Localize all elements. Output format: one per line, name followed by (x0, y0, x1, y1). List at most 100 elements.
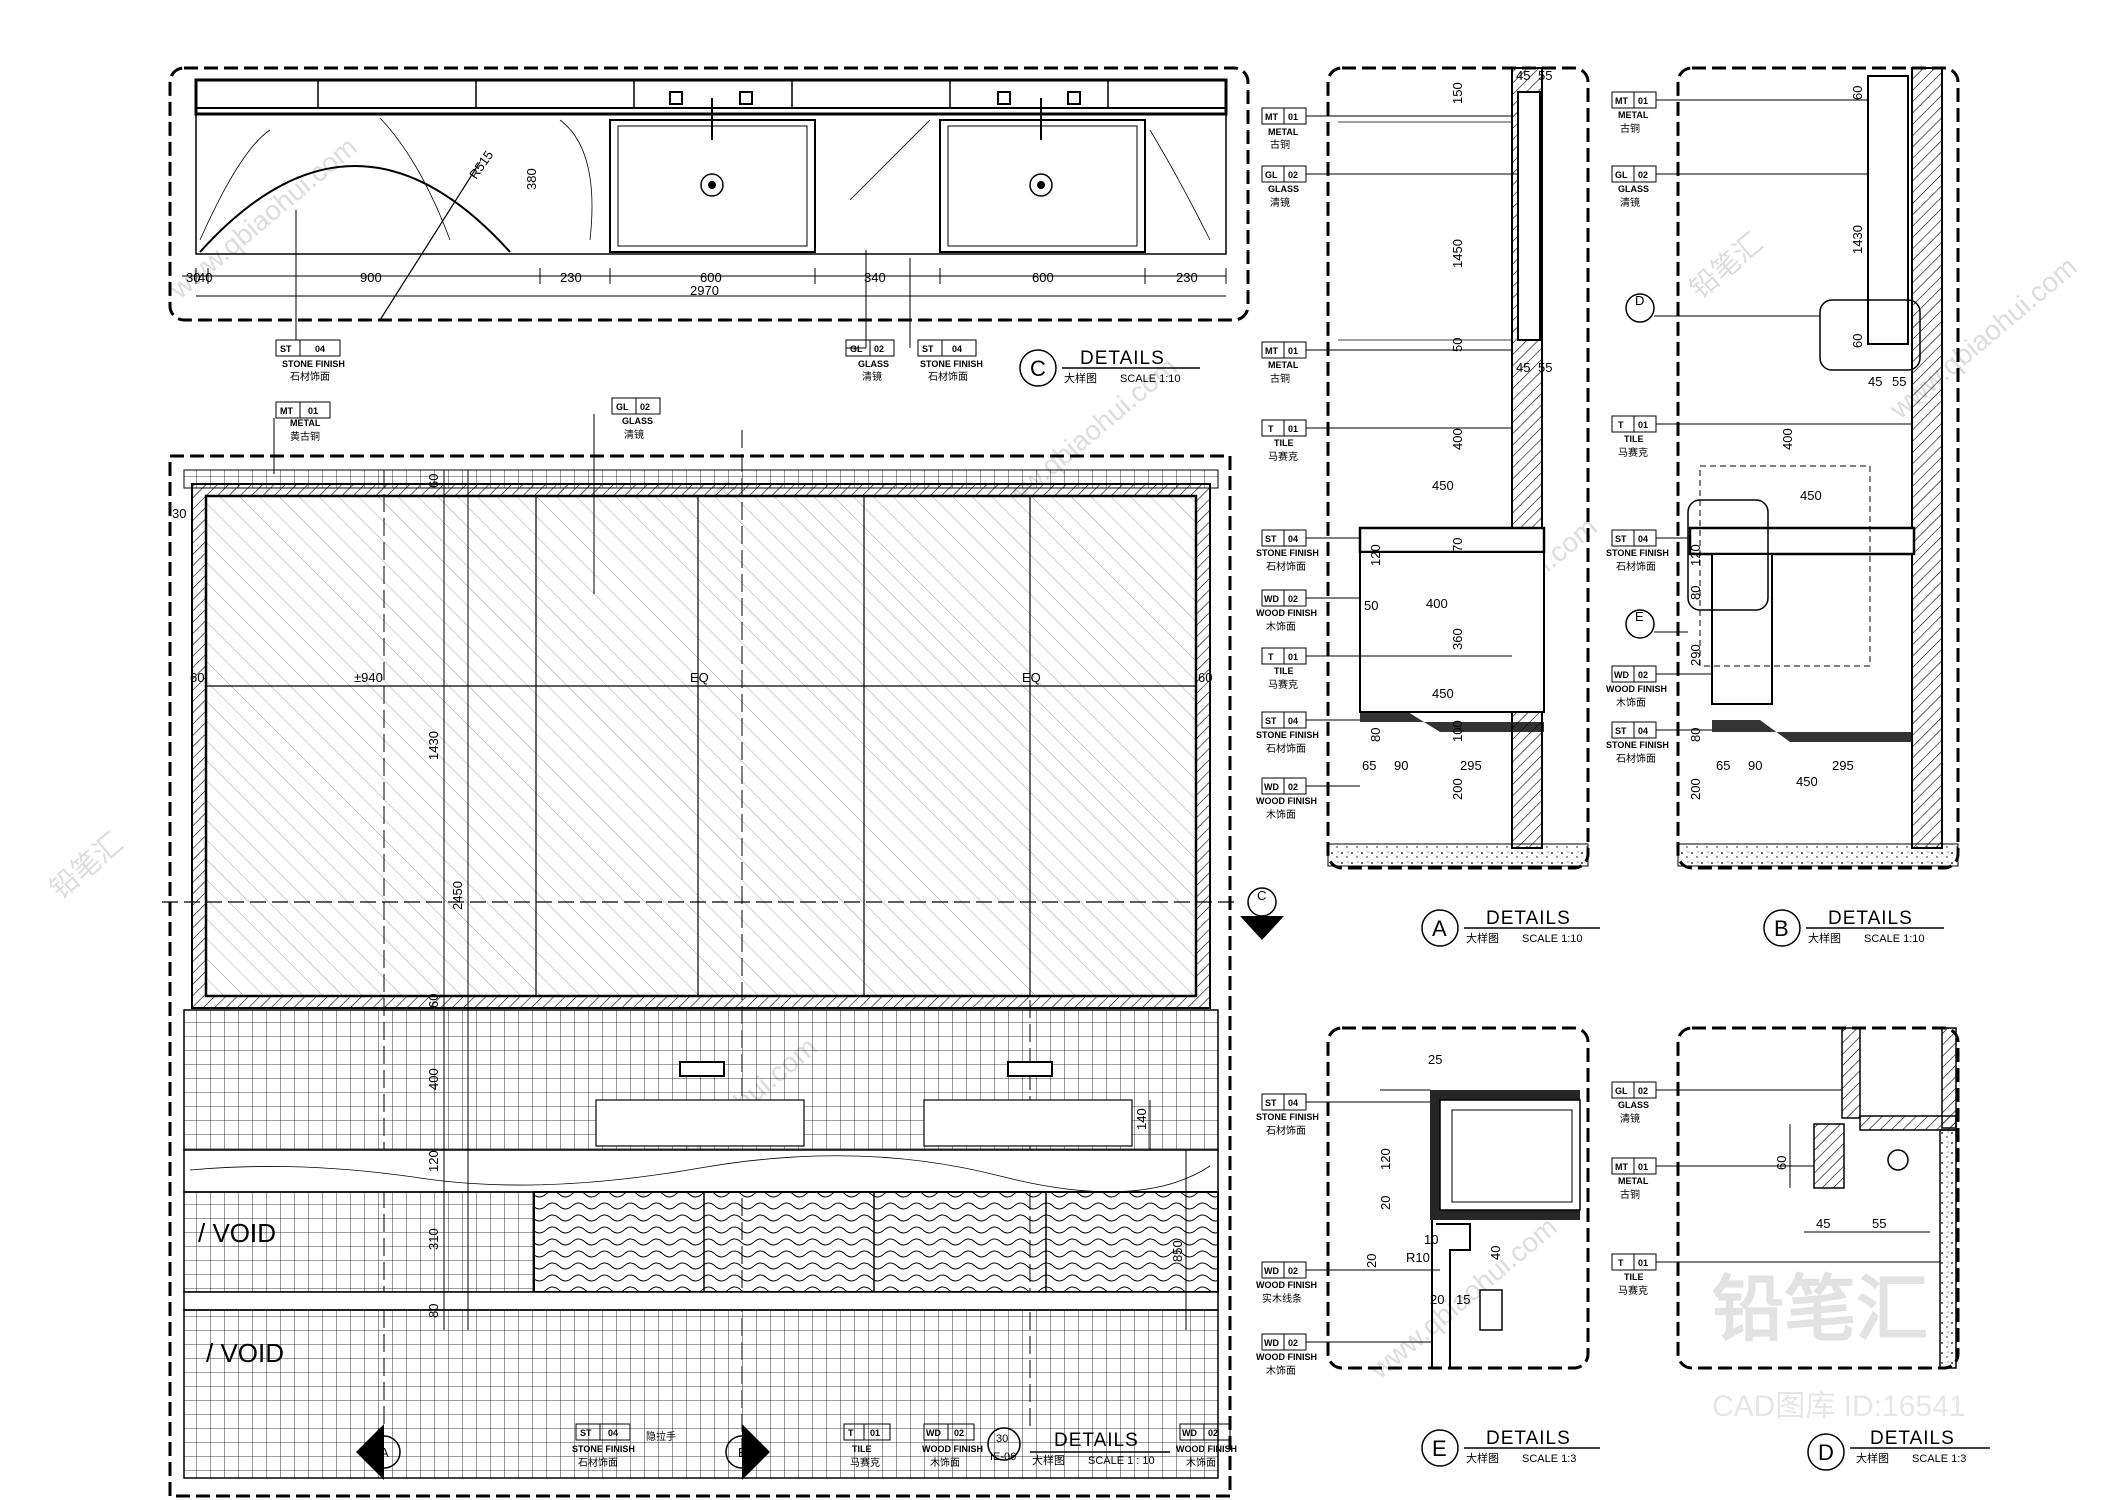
svg-text:55: 55 (1538, 68, 1552, 83)
svg-text:450: 450 (1800, 488, 1822, 503)
svg-text:TILE: TILE (1624, 434, 1644, 444)
detail-e-title: E DETAILS 大样图 SCALE 1:3 (1421, 1428, 1600, 1467)
svg-text:80: 80 (1688, 586, 1703, 600)
svg-text:04: 04 (1288, 534, 1298, 544)
svg-text:400: 400 (426, 1068, 441, 1090)
svg-text:T: T (848, 1428, 854, 1438)
callout-e: E (1625, 609, 1688, 639)
svg-text:马赛克: 马赛克 (1618, 446, 1648, 459)
svg-text:DETAILS: DETAILS (1828, 908, 1913, 929)
svg-text:马赛克: 马赛克 (1268, 678, 1298, 691)
svg-text:120: 120 (426, 1150, 441, 1172)
svg-text:WD: WD (1182, 1428, 1197, 1438)
dim-text: 900 (360, 270, 382, 285)
svg-text:石材饰面: 石材饰面 (578, 1456, 618, 1469)
svg-text:200: 200 (1688, 778, 1703, 800)
svg-text:A: A (1432, 916, 1447, 941)
svg-text:90: 90 (1394, 758, 1408, 773)
svg-text:55: 55 (1892, 374, 1906, 389)
svg-text:石材饰面: 石材饰面 (1616, 560, 1656, 573)
svg-text:1430: 1430 (426, 731, 441, 760)
svg-text:古铜: 古铜 (1270, 372, 1290, 385)
svg-text:木饰面: 木饰面 (1186, 1456, 1216, 1469)
svg-text:02: 02 (1638, 1086, 1648, 1096)
svg-text:石材饰面: 石材饰面 (290, 370, 330, 383)
svg-text:60: 60 (1774, 1156, 1789, 1170)
svg-text:木饰面: 木饰面 (1266, 1364, 1296, 1377)
svg-text:04: 04 (1288, 1098, 1298, 1108)
svg-text:2450: 2450 (450, 881, 465, 910)
dim-text: 340 (864, 270, 886, 285)
svg-text:ST: ST (922, 344, 934, 354)
svg-text:450: 450 (1432, 478, 1454, 493)
svg-text:木饰面: 木饰面 (1266, 808, 1296, 821)
svg-text:GL: GL (1615, 170, 1628, 180)
svg-text:黄古铜: 黄古铜 (290, 430, 320, 443)
svg-text:SCALE 1:10: SCALE 1:10 (1864, 933, 1925, 945)
svg-text:GL: GL (850, 344, 863, 354)
svg-text:01: 01 (308, 406, 318, 416)
svg-text:400: 400 (1426, 596, 1448, 611)
svg-text:65: 65 (1716, 758, 1730, 773)
svg-text:15: 15 (1456, 1292, 1470, 1307)
svg-text:80: 80 (1688, 728, 1703, 742)
svg-text:DETAILS: DETAILS (1486, 1428, 1571, 1449)
svg-text:STONE FINISH: STONE FINISH (1606, 740, 1669, 750)
svg-text:MT: MT (1265, 346, 1278, 356)
svg-text:WD: WD (1264, 782, 1279, 792)
svg-text:02: 02 (1208, 1428, 1218, 1438)
svg-text:120: 120 (1688, 544, 1703, 566)
svg-text:STONE FINISH: STONE FINISH (1256, 730, 1319, 740)
svg-text:WOOD FINISH: WOOD FINISH (1176, 1444, 1237, 1454)
svg-text:360: 360 (1450, 628, 1465, 650)
detail-d-title: D DETAILS 大样图 SCALE 1:3 (1807, 1428, 1990, 1471)
dim-text: 2970 (690, 283, 719, 298)
detail-c-title: C DETAILS 大样图 SCALE 1:10 (1019, 348, 1200, 387)
svg-text:01: 01 (1288, 652, 1298, 662)
svg-text:10: 10 (1424, 1232, 1438, 1247)
svg-text:马赛克: 马赛克 (1618, 1284, 1648, 1297)
svg-text:02: 02 (954, 1428, 964, 1438)
svg-text:C: C (1030, 356, 1046, 381)
svg-text:02: 02 (1288, 1266, 1298, 1276)
svg-text:大样图: 大样图 (1032, 1453, 1065, 1467)
svg-text:马赛克: 马赛克 (850, 1456, 880, 1469)
svg-text:04: 04 (1638, 534, 1648, 544)
svg-text:B: B (738, 1445, 747, 1460)
dim-text: 600 (700, 270, 722, 285)
dim-text: 30 (186, 270, 200, 285)
svg-text:120: 120 (1378, 1148, 1393, 1170)
svg-text:01: 01 (1638, 420, 1648, 430)
svg-text:METAL: METAL (1268, 360, 1299, 370)
svg-text:01: 01 (870, 1428, 880, 1438)
svg-text:古铜: 古铜 (1270, 138, 1290, 151)
svg-text:01: 01 (1288, 112, 1298, 122)
svg-text:WOOD FINISH: WOOD FINISH (1256, 608, 1317, 618)
svg-text:140: 140 (1134, 1108, 1149, 1130)
svg-text:T: T (1268, 652, 1274, 662)
svg-text:石材饰面: 石材饰面 (928, 370, 968, 383)
svg-text:WD: WD (1614, 670, 1629, 680)
svg-text:70: 70 (1450, 538, 1465, 552)
svg-text:04: 04 (315, 344, 325, 354)
svg-text:55: 55 (1538, 360, 1552, 375)
svg-text:20: 20 (1430, 1292, 1444, 1307)
svg-text:400: 400 (1450, 428, 1465, 450)
svg-text:1450: 1450 (1450, 239, 1465, 268)
dim-text: 230 (560, 270, 582, 285)
svg-text:TILE: TILE (1624, 1272, 1644, 1282)
svg-text:STONE FINISH: STONE FINISH (1256, 1112, 1319, 1122)
svg-text:清镜: 清镜 (1620, 1112, 1640, 1125)
svg-text:45: 45 (1516, 68, 1530, 83)
svg-text:20: 20 (1378, 1196, 1393, 1210)
svg-text:GL: GL (1615, 1086, 1628, 1096)
svg-text:DETAILS: DETAILS (1080, 348, 1165, 369)
svg-text:DETAILS: DETAILS (1870, 1428, 1955, 1449)
svg-text:WOOD FINISH: WOOD FINISH (1256, 796, 1317, 806)
